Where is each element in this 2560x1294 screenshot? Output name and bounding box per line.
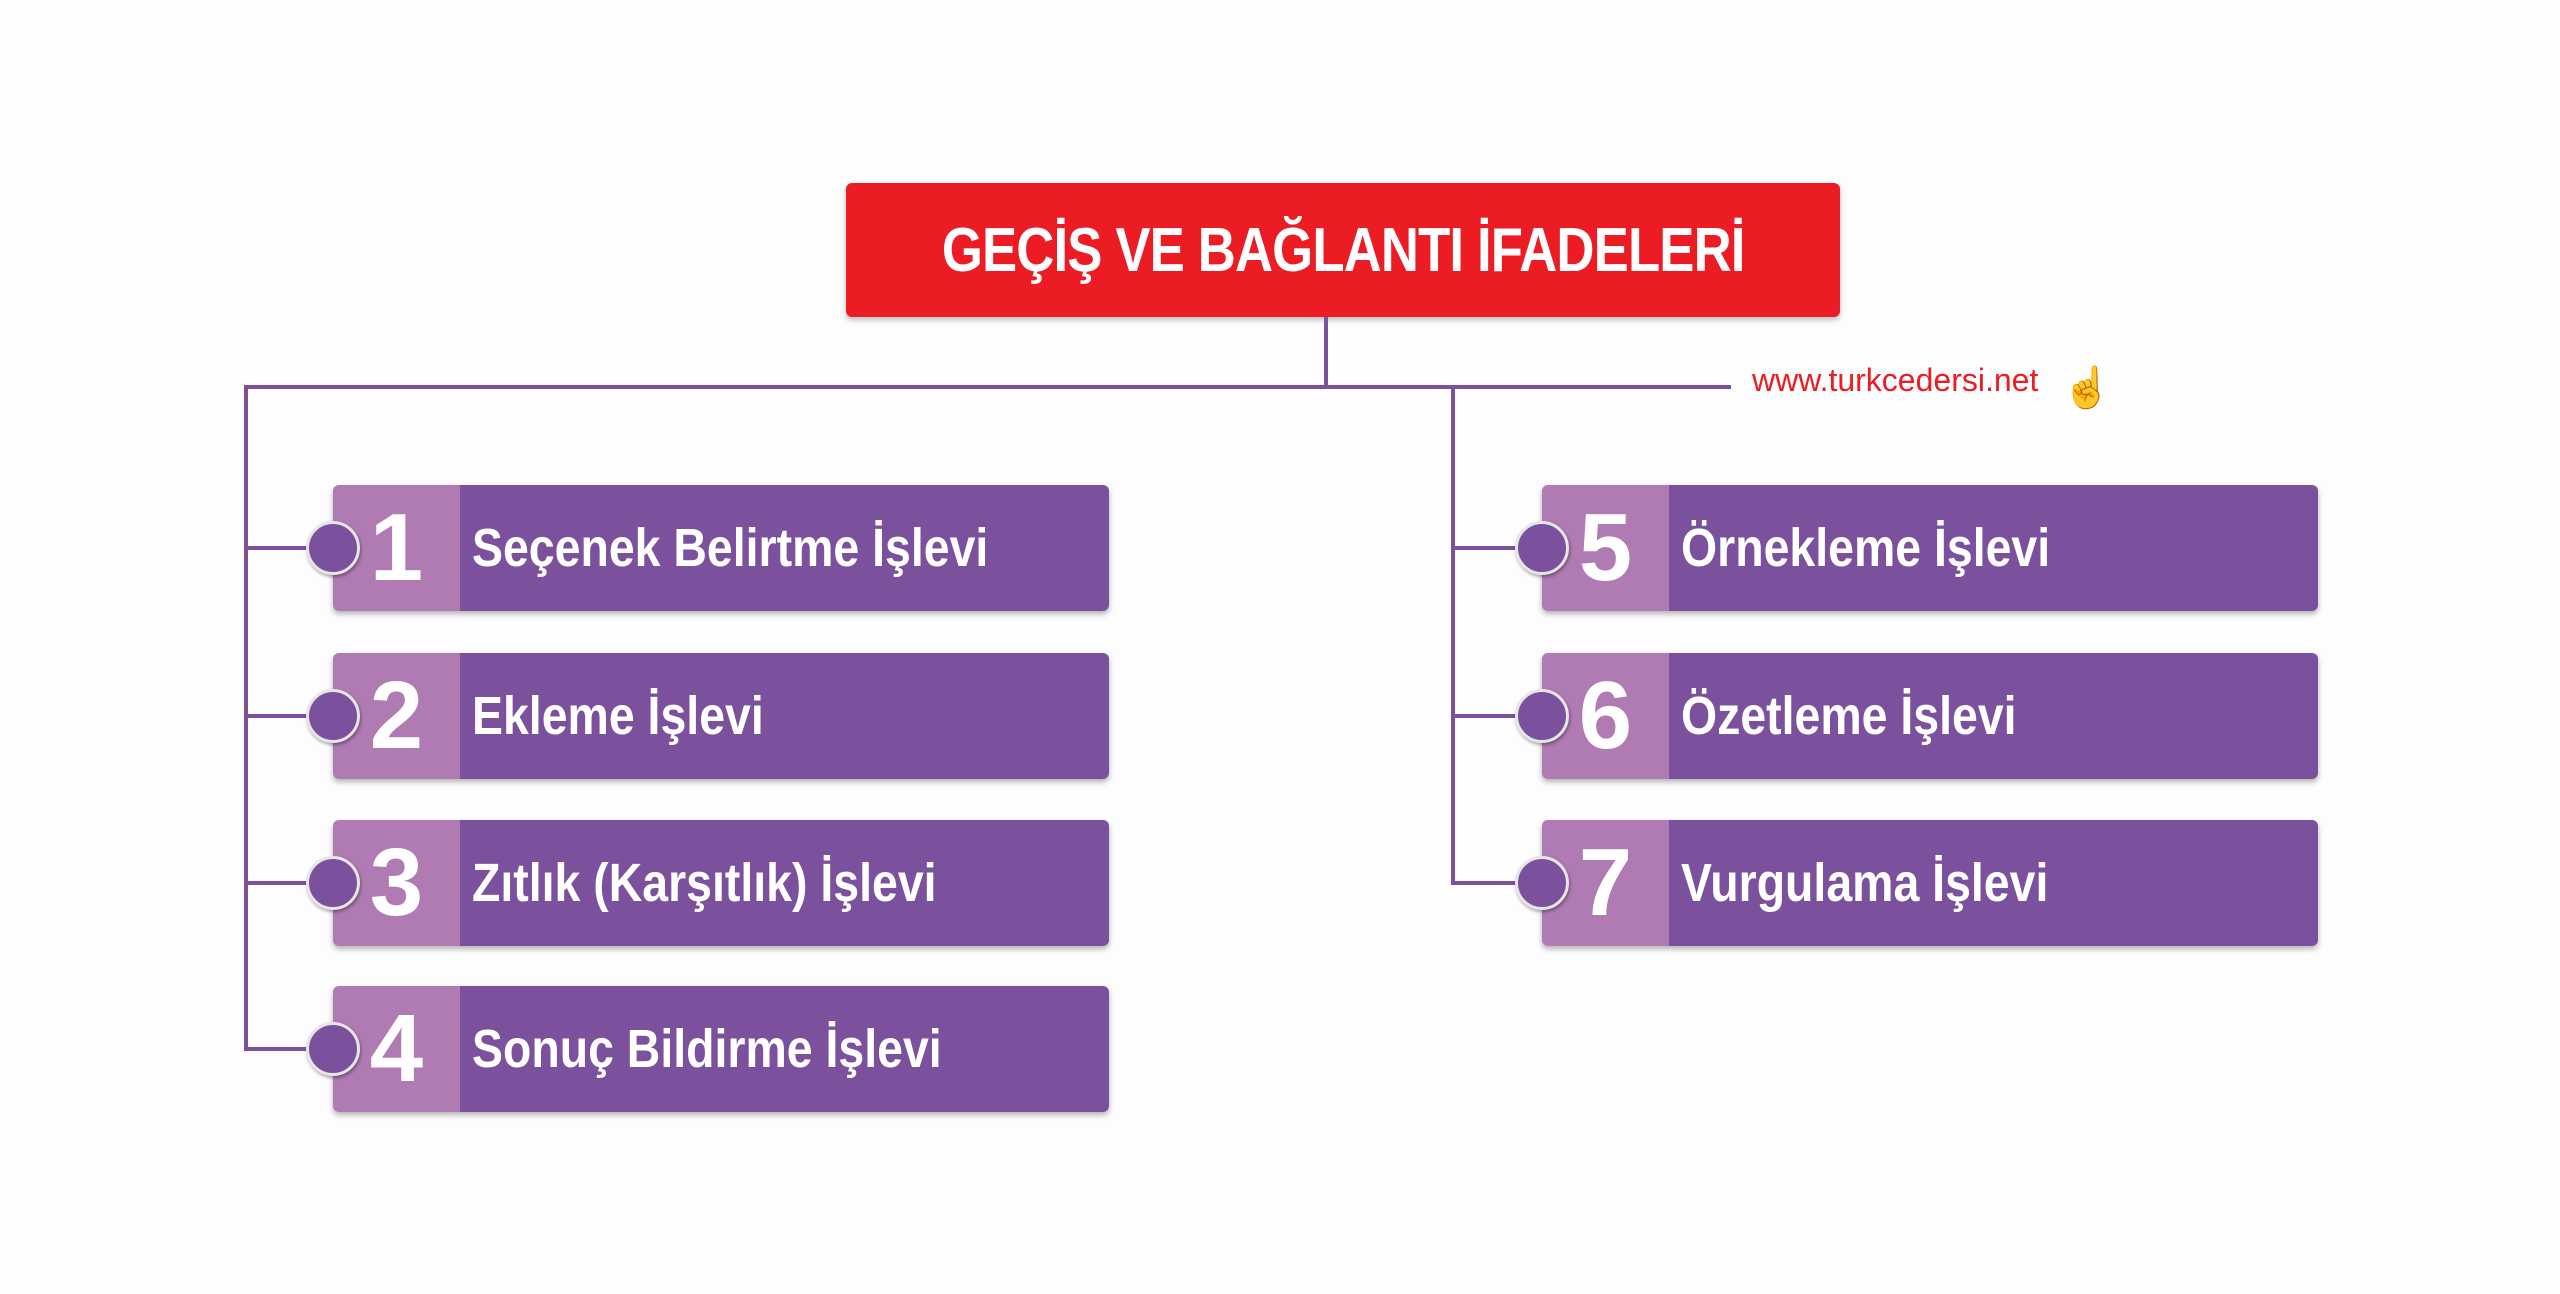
connector-dot xyxy=(1515,856,1569,910)
item-label: Ekleme İşlevi xyxy=(472,686,764,746)
website-link[interactable]: www.turkcedersi.net xyxy=(1752,362,2039,398)
branch-line xyxy=(244,881,333,885)
branch-line xyxy=(1451,881,1542,885)
connector-dot xyxy=(306,521,360,575)
item-label-box: Seçenek Belirtme İşlevi xyxy=(460,485,1109,611)
connector-line xyxy=(1451,385,1455,884)
item-label: Örnekleme İşlevi xyxy=(1681,518,2051,578)
connector-dot xyxy=(306,689,360,743)
connector-dot xyxy=(306,856,360,910)
branch-line xyxy=(1451,546,1542,550)
connector-dot xyxy=(306,1022,360,1076)
item-label: Zıtlık (Karşıtlık) İşlevi xyxy=(472,853,937,913)
item-label-box: Özetleme İşlevi xyxy=(1669,653,2318,779)
branch-line xyxy=(244,546,333,550)
title-text: GEÇİŞ VE BAĞLANTI İFADELERİ xyxy=(941,215,1746,285)
item-label: Vurgulama İşlevi xyxy=(1681,853,2049,913)
diagram-title: GEÇİŞ VE BAĞLANTI İFADELERİ xyxy=(846,183,1840,317)
connector-dot xyxy=(1515,689,1569,743)
item-label: Seçenek Belirtme İşlevi xyxy=(472,518,989,578)
item-label-box: Vurgulama İşlevi xyxy=(1669,820,2318,946)
item-label-box: Sonuç Bildirme İşlevi xyxy=(460,986,1109,1112)
connector-line xyxy=(1324,317,1328,389)
item-label: Özetleme İşlevi xyxy=(1681,686,2017,746)
item-number: 2 xyxy=(333,653,460,779)
item-label-box: Zıtlık (Karşıtlık) İşlevi xyxy=(460,820,1109,946)
pointer-hand-icon: ☝ xyxy=(2062,366,2112,410)
item-label: Sonuç Bildirme İşlevi xyxy=(472,1019,942,1079)
connector-line xyxy=(244,385,1731,389)
connector-dot xyxy=(1515,521,1569,575)
branch-line xyxy=(1451,714,1542,718)
branch-line xyxy=(244,714,333,718)
item-label-box: Ekleme İşlevi xyxy=(460,653,1109,779)
branch-line xyxy=(244,1047,333,1051)
item-label-box: Örnekleme İşlevi xyxy=(1669,485,2318,611)
